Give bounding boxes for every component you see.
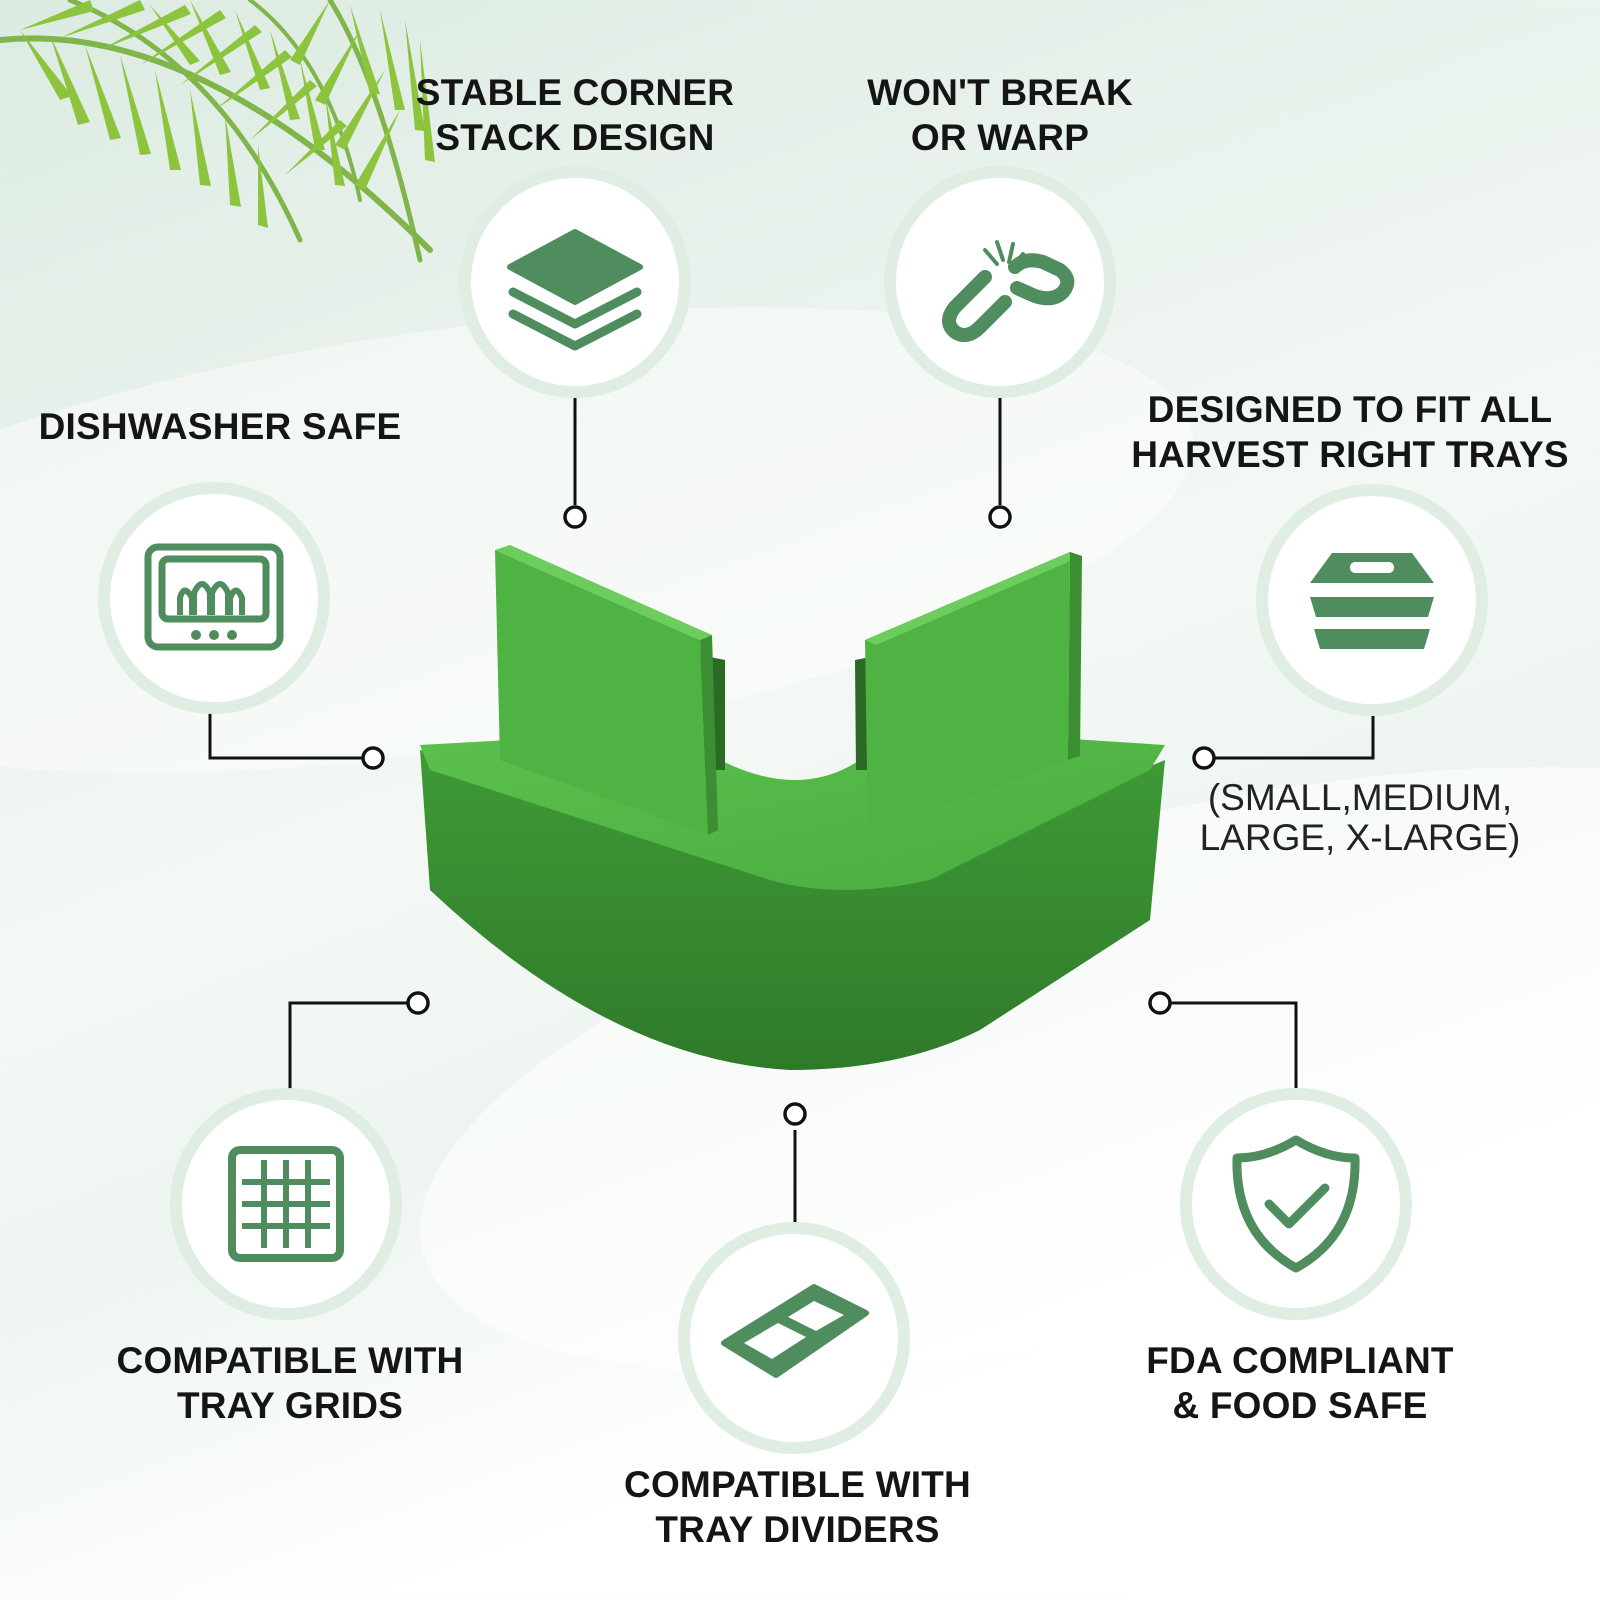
feature-label-line: TRAY GRIDS [176,1385,404,1426]
feature-label-tray-dividers: COMPATIBLE WITH TRAY DIVIDERS [600,1462,995,1552]
feature-badge-fit-trays [1256,484,1488,716]
feature-label-line: HARVEST RIGHT TRAYS [1131,434,1569,475]
feature-label-tray-grids: COMPATIBLE WITH TRAY GRIDS [95,1338,485,1428]
feature-label-stable-corner: STABLE CORNER STACK DESIGN [400,70,750,160]
connector-dot [563,505,587,529]
feature-label-dishwasher: DISHWASHER SAFE [20,404,420,449]
feature-badge-dishwasher [98,482,330,714]
feature-badge-fda [1180,1088,1412,1320]
feature-label-line: FDA COMPLIANT [1146,1340,1454,1381]
connector-dot [361,746,385,770]
feature-label-line: DISHWASHER SAFE [38,406,402,447]
tray-sizes-line: (SMALL,MEDIUM, [1207,777,1513,818]
feature-label-line: STACK DESIGN [435,117,715,158]
connector-dot [406,991,430,1015]
feature-badge-tray-dividers [678,1222,910,1454]
feature-label-wont-break: WON'T BREAK OR WARP [840,70,1160,160]
connector-dot [988,505,1012,529]
broken-chain-icon [942,240,1075,342]
feature-label-line: OR WARP [910,117,1090,158]
feature-badge-wont-break [884,166,1116,398]
feature-label-fit-trays: DESIGNED TO FIT ALL HARVEST RIGHT TRAYS [1110,387,1590,477]
feature-label-fda: FDA COMPLIANT & FOOD SAFE [1115,1338,1485,1428]
connector-dot [1192,746,1216,770]
feature-label-line: COMPATIBLE WITH [116,1340,464,1381]
tray-stack-icon [1310,553,1434,649]
feature-label-line: STABLE CORNER [415,72,735,113]
feature-label-line: & FOOD SAFE [1172,1385,1428,1426]
feature-badge-tray-grids [170,1088,402,1320]
feature-label-line: TRAY DIVIDERS [655,1509,940,1550]
tray-divider-icon [721,1284,869,1378]
feature-badge-stable-corner [459,166,691,398]
feature-label-line: DESIGNED TO FIT ALL [1147,389,1553,430]
dishwasher-icon [144,543,284,651]
connector-dot [783,1102,807,1126]
palm-leaves-decoration [0,0,435,263]
shield-check-icon [1232,1135,1360,1273]
feature-label-line: COMPATIBLE WITH [624,1464,971,1505]
tray-sizes-line: LARGE, X-LARGE) [1199,817,1521,858]
feature-label-line: WON'T BREAK [867,72,1133,113]
feature-subtext-tray-sizes: (SMALL,MEDIUM, LARGE, X-LARGE) [1150,778,1570,858]
connector-dot [1148,991,1172,1015]
grid-icon [228,1146,344,1262]
stacked-layers-icon [507,229,643,351]
